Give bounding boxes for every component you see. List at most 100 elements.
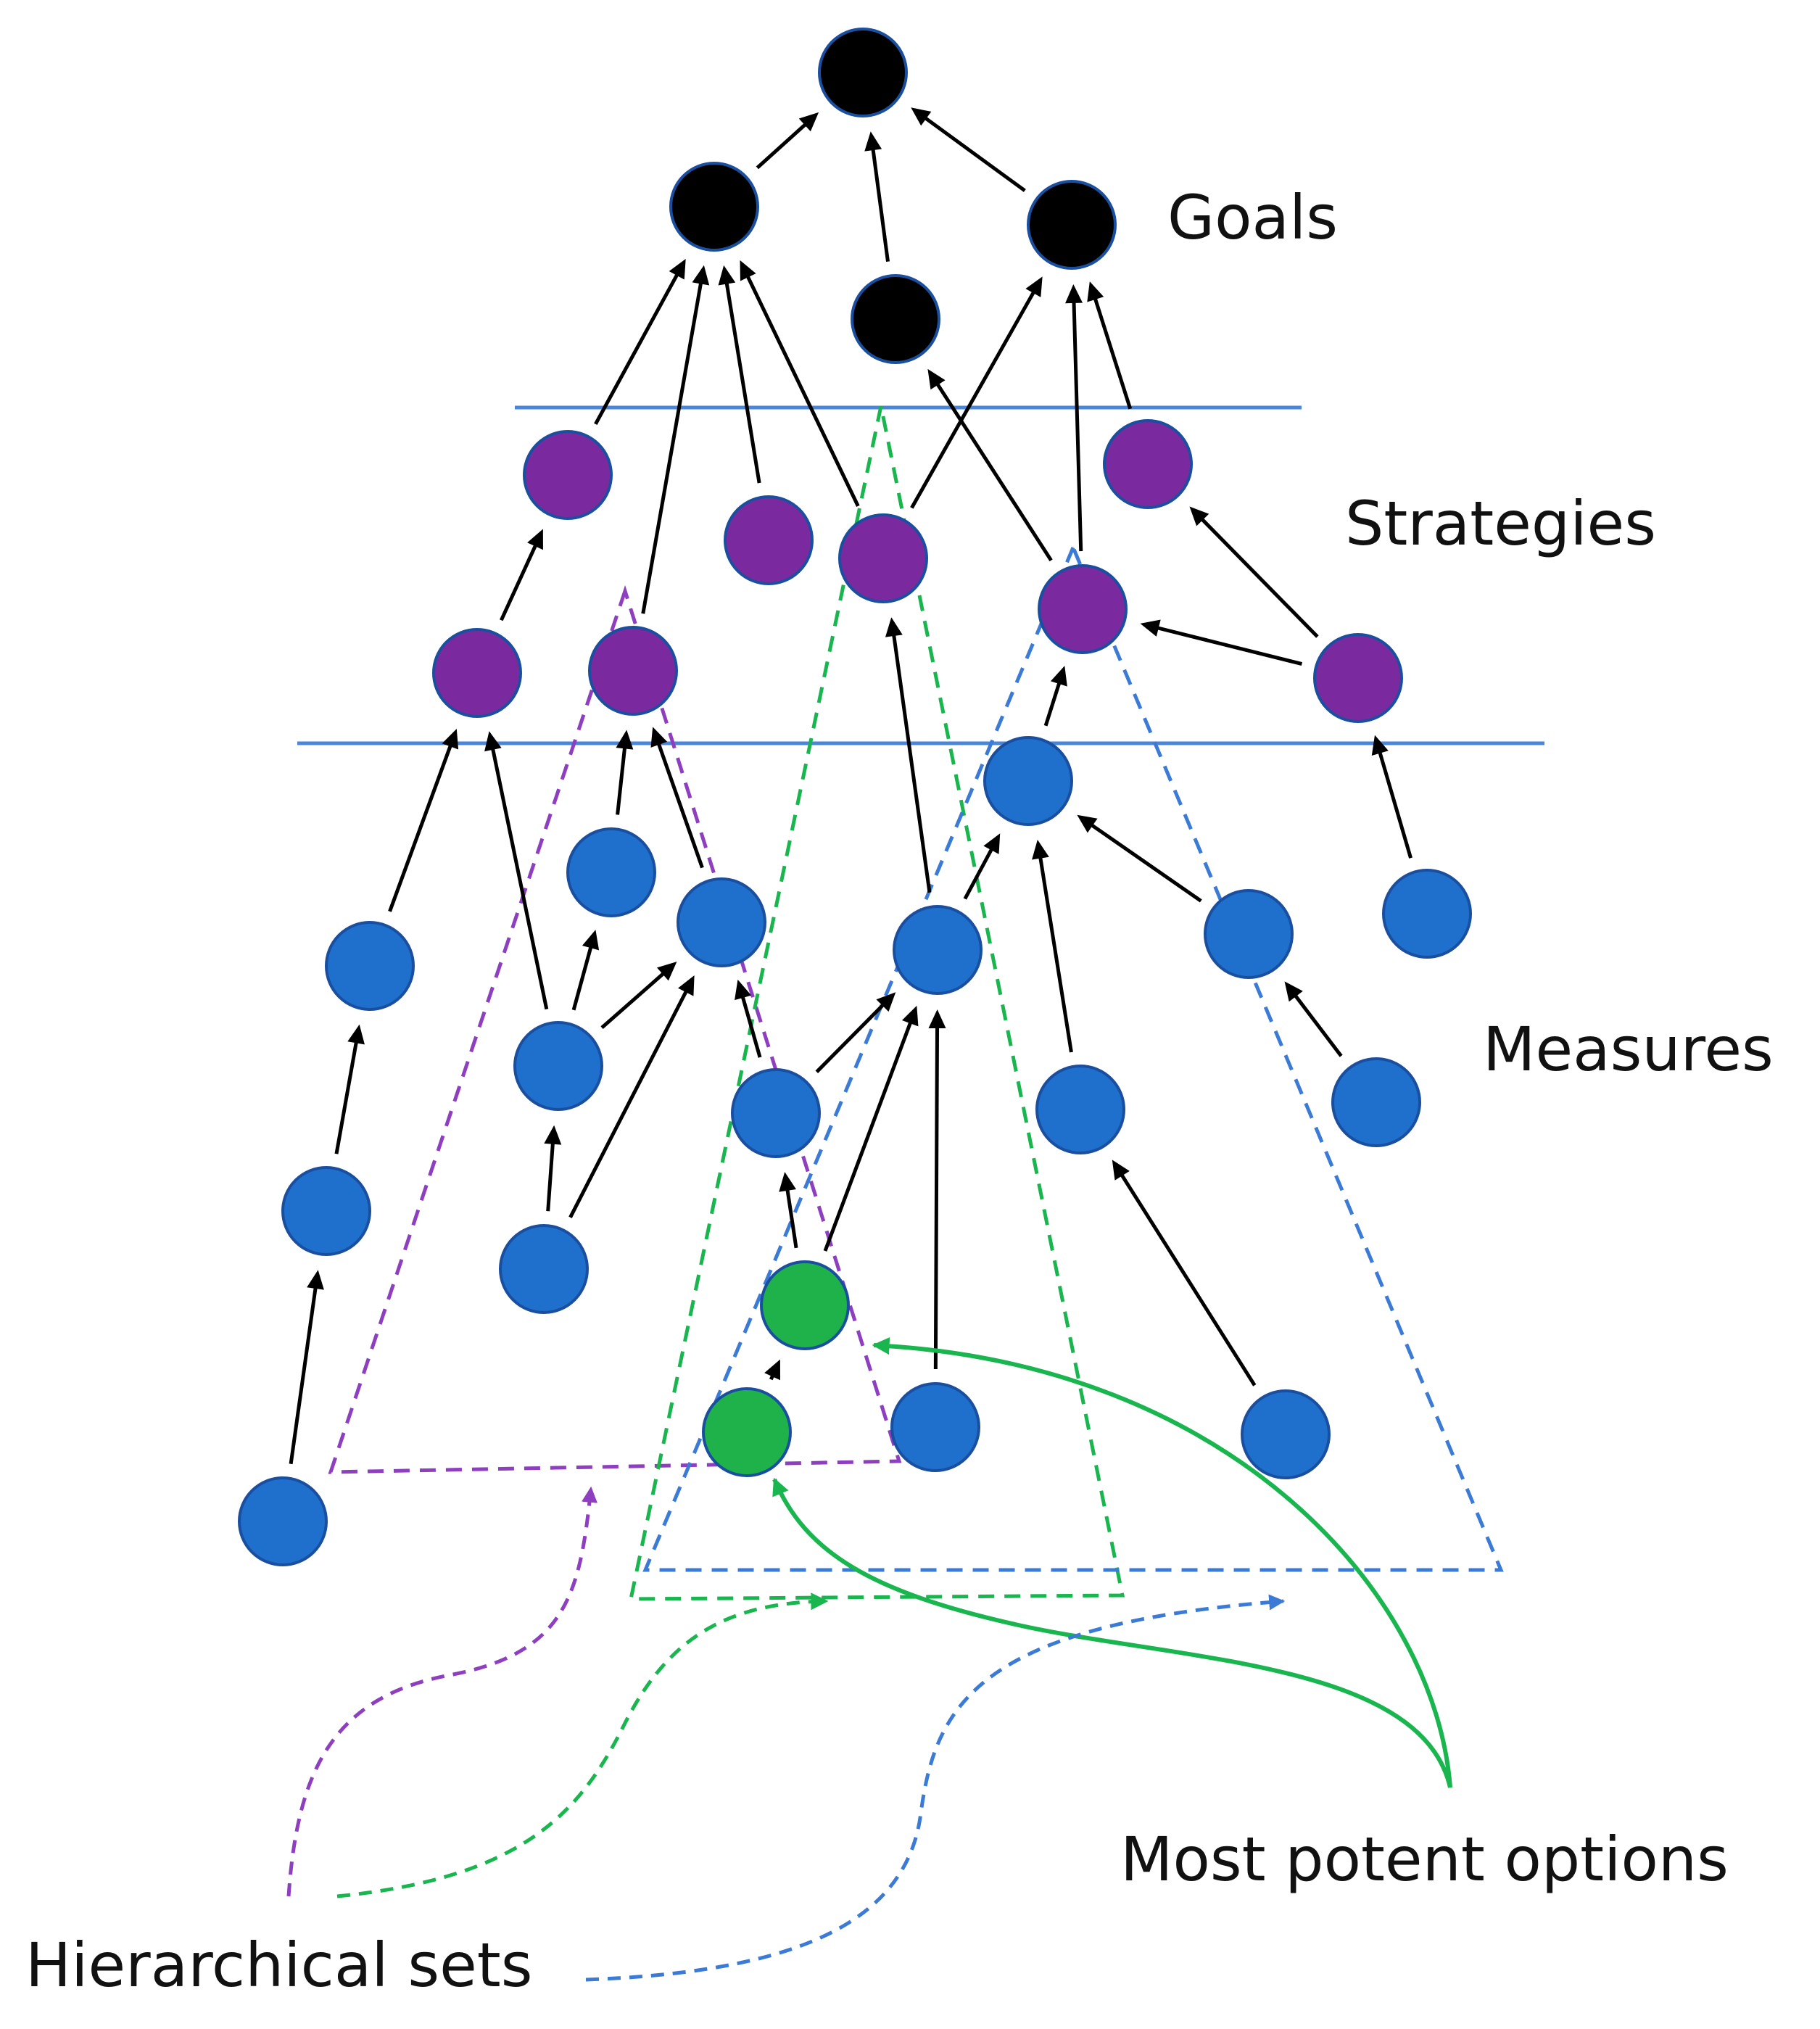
arrowhead-m15-to-m10 xyxy=(1112,1160,1130,1181)
green-hierarchical-set xyxy=(628,405,1125,1601)
nodes-group xyxy=(238,28,1472,1566)
measure-node-m5 xyxy=(1204,889,1294,979)
arrowhead-m4-to-m1 xyxy=(983,833,1001,854)
arrow-p1-to-m9 xyxy=(785,1184,798,1249)
arrow-m4-to-s3 xyxy=(891,629,932,893)
label-measures: Measures xyxy=(1483,1014,1774,1085)
arrows-group xyxy=(289,107,1412,1465)
arrowhead-s8-to-s4 xyxy=(1189,506,1209,526)
arrowhead-m5-to-m1 xyxy=(1077,814,1098,833)
strategy-node-s5 xyxy=(1038,564,1128,654)
arrowhead-m9-to-m3 xyxy=(735,979,752,1001)
arrow-m5-to-m1 xyxy=(1086,820,1202,903)
goal-node-g3 xyxy=(851,274,940,364)
arrow-s1-to-g2 xyxy=(594,269,682,425)
arrowhead-m7-to-s6 xyxy=(442,728,459,750)
arrow-m8-to-s6 xyxy=(489,743,549,1010)
arrowhead-s2-to-g2 xyxy=(718,265,736,286)
strategy-node-s3 xyxy=(838,513,928,603)
measure-node-m4 xyxy=(893,905,983,995)
arrow-m8-to-m3 xyxy=(600,969,669,1030)
arrowhead-s5-to-g3 xyxy=(927,368,946,390)
arrowhead-g4-to-g1 xyxy=(911,107,932,126)
arrowhead-m16-to-m12 xyxy=(307,1270,324,1290)
arrow-m6-to-s8 xyxy=(1376,747,1412,859)
blue-hierarchical-set xyxy=(642,542,1504,1572)
arrow-m11-to-m5 xyxy=(1291,991,1343,1057)
arrow-m13-to-m3 xyxy=(568,985,690,1218)
label-most-potent-options: Most potent options xyxy=(1120,1824,1729,1895)
arrow-s8-to-s5 xyxy=(1152,624,1302,666)
arrowhead-p1-to-m4 xyxy=(901,1005,919,1027)
arrow-m4-to-m1 xyxy=(963,843,996,900)
arrowhead-g3-to-g1 xyxy=(864,131,882,152)
goal-node-g4 xyxy=(1027,180,1117,270)
arrowhead-m8-to-s6 xyxy=(484,731,502,752)
arrowhead-m2-to-s7 xyxy=(616,730,634,750)
arrowhead-m6-to-s8 xyxy=(1371,735,1389,756)
arrow-m10-to-m1 xyxy=(1038,852,1073,1053)
arrowhead-m10-to-m1 xyxy=(1032,839,1049,860)
strategy-node-s6 xyxy=(432,628,522,718)
arrow-s2-to-g2 xyxy=(724,278,761,484)
goal-node-g2 xyxy=(669,162,759,252)
potent-node-p1 xyxy=(760,1260,850,1350)
arrowhead-s1-to-g2 xyxy=(669,258,686,280)
arrow-s8-to-s4 xyxy=(1197,514,1319,638)
measure-node-m7 xyxy=(325,921,415,1011)
strategy-node-s2 xyxy=(724,495,814,585)
label-strategies: Strategies xyxy=(1345,488,1656,559)
measure-node-m11 xyxy=(1331,1057,1421,1147)
arrowhead-m8-to-m3 xyxy=(656,962,677,981)
arrow-m14-to-m4 xyxy=(933,1022,940,1370)
measure-node-m10 xyxy=(1035,1065,1125,1154)
strategy-node-s4 xyxy=(1103,419,1193,509)
arrow-m15-to-m10 xyxy=(1117,1170,1257,1387)
arrowhead-s7-to-g2 xyxy=(692,265,710,286)
arrowhead-g2-to-g1 xyxy=(798,112,819,132)
arrow-m3-to-s7 xyxy=(655,738,704,869)
arrowhead-p1-to-m9 xyxy=(779,1172,796,1192)
arrow-g4-to-g1 xyxy=(920,113,1026,192)
arrowhead-m13-to-m8 xyxy=(544,1125,562,1145)
measure-node-m14 xyxy=(890,1382,980,1472)
purple-hierarchical-set xyxy=(328,584,902,1474)
arrow-s3-to-g2 xyxy=(744,271,860,507)
label-hierarchical-sets: Hierarchical sets xyxy=(25,1930,533,2001)
hier-curve-blue xyxy=(585,1594,1286,1982)
arrow-s7-to-g2 xyxy=(641,278,704,614)
hier-curve-green xyxy=(336,1592,829,1898)
measure-node-m15 xyxy=(1241,1389,1331,1479)
arrowhead-s8-to-s5 xyxy=(1140,619,1161,637)
arrowhead-s6-to-s1 xyxy=(527,529,543,550)
arrow-p1-to-m4 xyxy=(823,1017,914,1252)
arrow-m7-to-s6 xyxy=(388,740,454,912)
arrowhead-m14-to-m4 xyxy=(928,1009,946,1029)
arrow-s4-to-g4 xyxy=(1091,293,1133,410)
potent-curve-2 xyxy=(772,1477,1452,1788)
label-goals: Goals xyxy=(1167,182,1339,253)
arrow-m9-to-m4 xyxy=(815,1000,888,1073)
arrowhead-m12-to-m7 xyxy=(347,1024,365,1045)
measure-node-m13 xyxy=(499,1224,589,1314)
measure-node-m16 xyxy=(238,1476,328,1566)
measure-node-m3 xyxy=(677,877,766,967)
arrow-m9-to-m3 xyxy=(740,991,762,1058)
arrow-m12-to-m7 xyxy=(334,1037,359,1154)
arrow-g2-to-g1 xyxy=(756,120,811,170)
arrowhead-p2-to-p1 xyxy=(764,1359,781,1381)
measure-node-m12 xyxy=(281,1166,371,1256)
arrow-s3-to-g4 xyxy=(910,286,1038,509)
arrowhead-s5-to-g4 xyxy=(1065,284,1083,304)
hier-curve-purple xyxy=(286,1486,597,1897)
arrowhead-s4-to-g4 xyxy=(1087,281,1104,302)
strategy-node-s7 xyxy=(588,626,678,716)
arrow-m16-to-m12 xyxy=(289,1282,318,1465)
strategy-node-s1 xyxy=(523,430,613,520)
arrow-m13-to-m8 xyxy=(546,1138,555,1212)
arrow-s5-to-g3 xyxy=(933,379,1053,562)
arrowhead-m4-to-s3 xyxy=(885,617,903,637)
strategy-node-s8 xyxy=(1313,633,1403,723)
measure-node-m1 xyxy=(983,736,1073,826)
